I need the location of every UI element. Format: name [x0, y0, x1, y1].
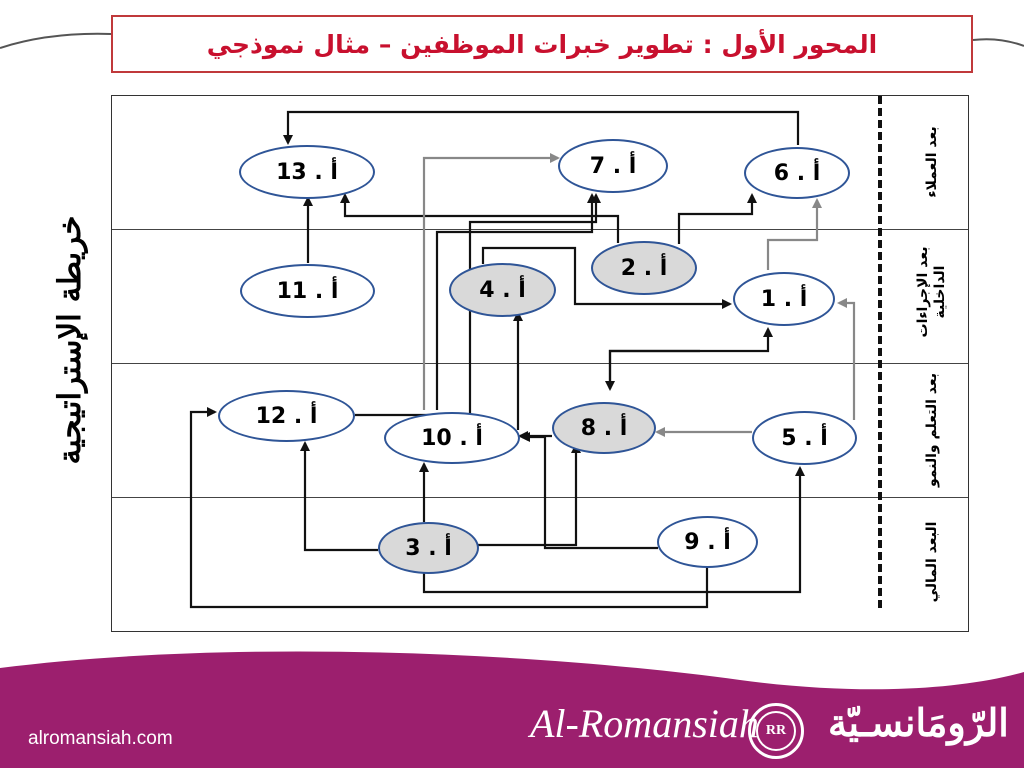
brand-name-arabic: الرّومَانسـيّة	[828, 700, 1009, 745]
edge-3-8	[478, 443, 581, 547]
brand-name-latin: Al-Romansiah	[530, 701, 759, 746]
edge-3-12	[300, 441, 378, 552]
edge-3-5	[422, 466, 805, 594]
node-a10[interactable]: أ . 10	[384, 412, 520, 464]
brand-seal-icon: RR	[748, 703, 804, 759]
edge-8-1	[608, 327, 773, 385]
dimension-divider	[878, 96, 882, 608]
node-a3[interactable]: أ . 3	[378, 522, 479, 574]
brand-seal-inner: RR	[756, 711, 796, 751]
edge-1-8	[605, 349, 700, 391]
node-a5[interactable]: أ . 5	[752, 411, 857, 465]
edge-10-7	[435, 193, 597, 410]
edge-2-13	[340, 193, 620, 243]
row-divider	[112, 497, 968, 498]
edge-6-13	[283, 110, 800, 145]
node-a1[interactable]: أ . 1	[733, 272, 835, 326]
edge-5-1	[837, 298, 856, 420]
site-url[interactable]: alromansiah.com	[28, 728, 173, 749]
node-a6[interactable]: أ . 6	[744, 147, 850, 199]
page-title: المحور الأول : تطوير خبرات الموظفين – مث…	[206, 29, 878, 59]
node-a2[interactable]: أ . 2	[591, 241, 697, 295]
node-a8[interactable]: أ . 8	[552, 402, 656, 454]
edge-10-7-gray	[422, 153, 560, 410]
node-a12[interactable]: أ . 12	[218, 390, 355, 442]
row-divider	[112, 229, 968, 230]
edge-2-6	[677, 193, 757, 244]
edge-1-6	[766, 198, 822, 270]
node-a11[interactable]: أ . 11	[240, 264, 375, 318]
edge-4-1	[481, 246, 732, 309]
title-box: المحور الأول : تطوير خبرات الموظفين – مث…	[111, 15, 973, 73]
row-divider	[112, 363, 968, 364]
node-a13[interactable]: أ . 13	[239, 145, 375, 199]
node-a7[interactable]: أ . 7	[558, 139, 668, 193]
node-a4[interactable]: أ . 4	[449, 263, 556, 317]
edge-9-12	[189, 407, 709, 609]
node-a9[interactable]: أ . 9	[657, 516, 758, 568]
brand-seal-text: RR	[765, 723, 787, 738]
edge-9-10	[520, 432, 658, 550]
